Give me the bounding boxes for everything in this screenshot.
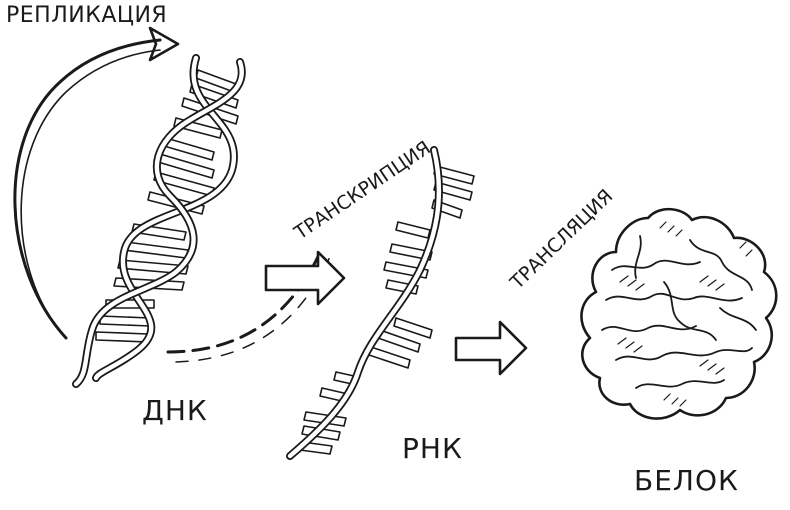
dna-label: ДНК	[142, 394, 208, 427]
protein-blob	[580, 207, 778, 420]
transcription-arrow	[264, 250, 346, 306]
protein-label: БЕЛОК	[634, 464, 739, 497]
replication-arrow	[13, 26, 180, 340]
dna-helix	[72, 54, 246, 388]
rna-label: РНК	[402, 432, 463, 465]
rna-strand	[286, 146, 475, 460]
translation-arrow	[454, 320, 528, 376]
replication-label: РЕПЛИКАЦИЯ	[6, 3, 167, 28]
